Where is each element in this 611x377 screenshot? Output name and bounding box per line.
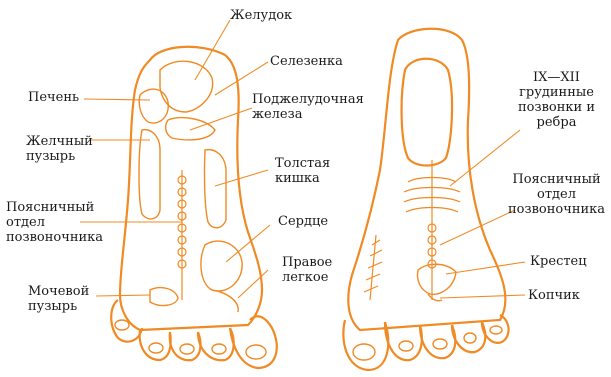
label-sacrum: Крестец — [530, 254, 587, 269]
coccyx-region — [428, 294, 442, 301]
label-stomach: Желудок — [230, 8, 292, 23]
label-lumbar-left: Поясничный отдел позвоночника — [6, 200, 103, 245]
colon-right — [204, 150, 226, 228]
label-spleen: Селезенка — [270, 54, 343, 69]
liver-region — [139, 89, 168, 123]
label-liver: Печень — [28, 90, 79, 105]
label-bladder: Мочевой пузырь — [28, 284, 89, 314]
right-foot-outline — [343, 29, 508, 370]
side-spine — [364, 235, 382, 300]
colon-left — [139, 130, 160, 219]
pancreas-region — [166, 118, 215, 140]
label-right-lung: Правое легкое — [282, 255, 332, 285]
bladder-region — [150, 288, 178, 306]
heart-region — [201, 241, 242, 291]
label-coccyx: Копчик — [528, 288, 580, 303]
label-thoracic: IX—XII грудинные позвонки и ребра — [518, 70, 595, 130]
label-heart: Сердце — [278, 214, 328, 229]
lung-region — [212, 290, 238, 312]
label-pancreas: Поджелудочная железа — [252, 92, 364, 122]
sacrum-region — [418, 264, 457, 294]
label-colon: Толстая кишка — [275, 156, 330, 186]
label-lumbar-right: Поясничный отдел позвоночника — [508, 172, 605, 217]
label-gallbladder: Желчный пузырь — [26, 134, 93, 164]
